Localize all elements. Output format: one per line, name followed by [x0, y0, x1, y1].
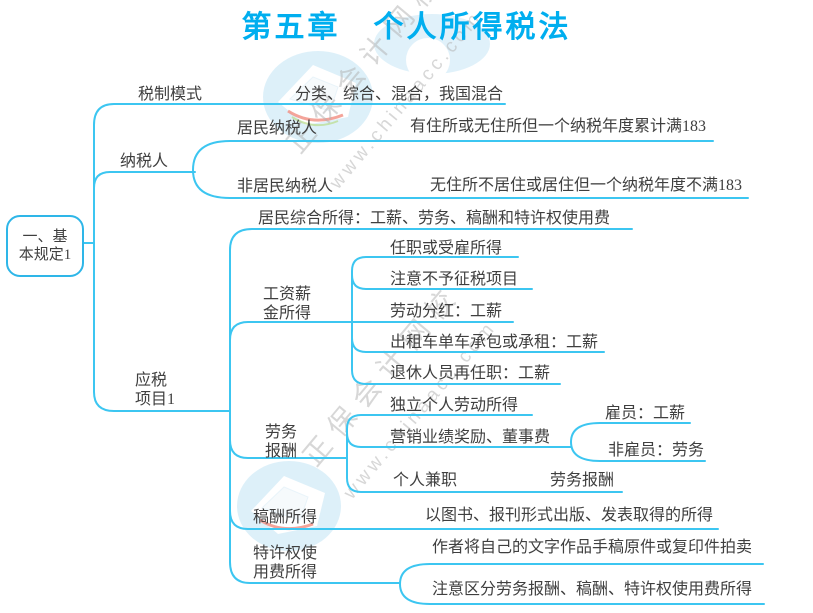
node-tax-model-value[interactable]: 分类、综合、混合，我国混合 — [295, 86, 504, 103]
node-manuscript-income[interactable]: 稿酬所得 — [253, 509, 318, 526]
connector-salary-children — [351, 256, 561, 385]
mindmap-connectors — [79, 103, 765, 605]
connector-salary-line — [229, 321, 514, 341]
node-part-time-value[interactable]: 劳务报酬 — [550, 472, 615, 489]
node-salary-item-taxi-contract[interactable]: 出租车单车承包或承租：工薪 — [390, 334, 599, 351]
connector-salary-child-4 — [351, 337, 605, 353]
node-nonemployee-case[interactable]: 非雇员：劳务 — [608, 442, 705, 459]
node-manuscript-value[interactable]: 以图书、报刊形式出版、发表取得的所得 — [425, 507, 714, 524]
node-resident-taxpayer[interactable]: 居民纳税人 — [237, 120, 318, 137]
node-nonresident-taxpayer-value[interactable]: 无住所不居住或居住但一个纳税年度不满183 — [430, 177, 743, 194]
brand-logo-watermark-top — [263, 51, 373, 143]
node-comprehensive-income[interactable]: 居民综合所得：工薪、劳务、稿酬和特许权使用费 — [258, 210, 611, 227]
node-salary-item-retiree[interactable]: 退休人员再任职：工薪 — [390, 365, 551, 382]
connector-labor-children — [346, 414, 623, 493]
node-royalty-auction[interactable]: 作者将自己的文字作品手稿原件或复印件拍卖 — [432, 539, 753, 556]
node-salary-income[interactable]: 工资薪 金所得 — [263, 286, 312, 322]
node-marketing-bonus[interactable]: 营销业绩奖励、董事费 — [390, 429, 551, 446]
node-part-time[interactable]: 个人兼职 — [393, 472, 458, 489]
connector-taxpayer-bracket — [191, 140, 231, 199]
connector-taxpayer-line — [93, 171, 196, 244]
page-title: 第五章 个人所得税法 — [241, 11, 572, 44]
node-independent-labor[interactable]: 独立个人劳动所得 — [390, 397, 519, 414]
connector-royalty-bracket — [398, 563, 431, 605]
connector-salary-child-2 — [351, 274, 533, 290]
connector-labor-line — [229, 439, 348, 459]
node-royalty-note[interactable]: 注意区分劳务报酬、稿酬、特许权使用费所得 — [432, 581, 753, 598]
node-salary-item-nontaxable[interactable]: 注意不予征税项目 — [390, 271, 519, 288]
node-employee-case[interactable]: 雇员：工薪 — [605, 405, 686, 422]
node-salary-item-labor-dividend[interactable]: 劳动分红：工薪 — [390, 303, 503, 320]
node-taxpayer[interactable]: 纳税人 — [120, 153, 169, 170]
connector-marketing-bracket — [569, 422, 601, 462]
root-node[interactable]: 一、基 本规定1 — [6, 215, 84, 277]
brand-logo-watermark-bottom — [237, 461, 341, 551]
brand-logo-watermark-title — [374, 14, 490, 82]
node-salary-item-employment[interactable]: 任职或受雇所得 — [390, 240, 503, 257]
node-taxable-items[interactable]: 应税 项目1 — [135, 372, 176, 408]
connector-marketing-line — [346, 432, 572, 448]
connector-trunk-main — [93, 103, 506, 412]
node-royalty-income[interactable]: 特许权使 用费所得 — [253, 545, 318, 581]
node-resident-taxpayer-value[interactable]: 有住所或无住所但一个纳税年度累计满183 — [410, 118, 707, 135]
node-tax-model[interactable]: 税制模式 — [138, 86, 203, 103]
connector-manuscript-line — [229, 510, 719, 530]
node-labor-service[interactable]: 劳务 报酬 — [265, 424, 298, 460]
connector-trunk-taxable — [229, 228, 633, 584]
node-nonresident-taxpayer[interactable]: 非居民纳税人 — [237, 178, 334, 195]
